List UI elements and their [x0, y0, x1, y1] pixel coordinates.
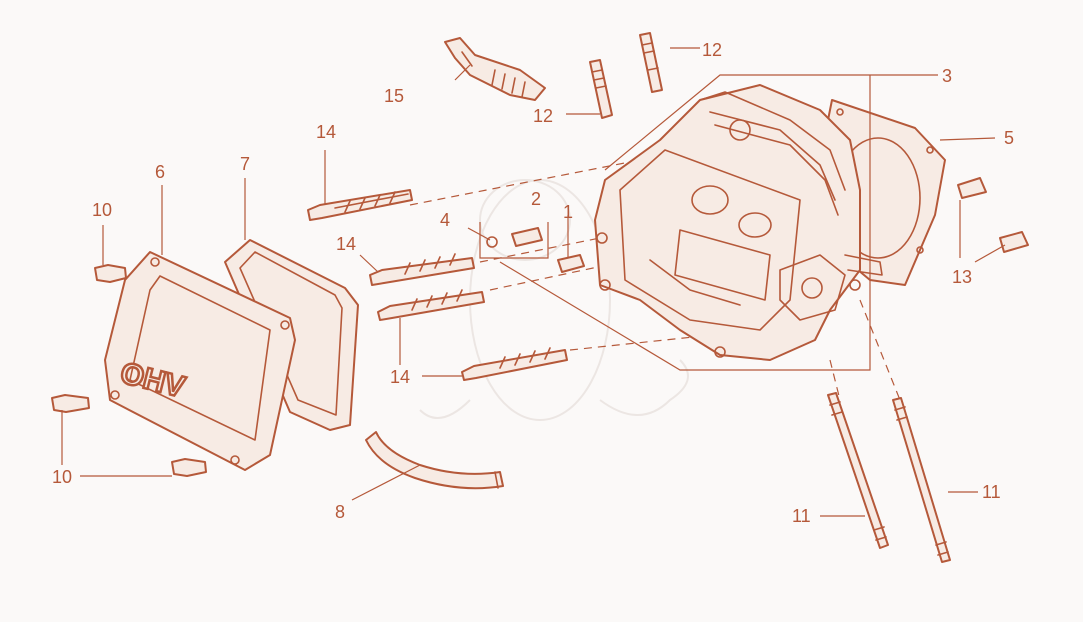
valve-cover: OHV: [104, 251, 296, 471]
dowels-and-pins: [479, 222, 585, 273]
callout-5: 5: [1004, 128, 1014, 148]
callout-12-mid: 12: [533, 106, 553, 126]
callout-7: 7: [240, 154, 250, 174]
callout-6: 6: [155, 162, 165, 182]
leader-lines: [61, 47, 1006, 517]
cover-bolts: [51, 264, 207, 477]
callout-1: 1: [563, 202, 573, 222]
callout-14-mid: 14: [336, 234, 356, 254]
callout-15: 15: [384, 86, 404, 106]
head-bolt-middle: [369, 257, 475, 286]
callout-2: 2: [531, 189, 541, 209]
breather-tube: [365, 431, 504, 490]
callout-3: 3: [942, 66, 952, 86]
callout-8: 8: [335, 502, 345, 522]
callout-14-bottom: 14: [390, 367, 410, 387]
head-bolt-lower: [377, 291, 485, 321]
callout-10-top: 10: [92, 200, 112, 220]
caps: [957, 177, 1029, 253]
callout-11-left: 11: [792, 506, 811, 526]
head-bolt-top: [307, 189, 413, 221]
callout-14-top: 14: [316, 122, 336, 142]
push-rods: [827, 392, 951, 563]
callout-4: 4: [440, 210, 450, 230]
studs: [589, 32, 663, 119]
callout-13: 13: [952, 267, 972, 287]
head-bolts: [307, 189, 568, 381]
callout-10-bottom: 10: [52, 467, 72, 487]
callout-labels: 15 12 12 3 5 14 6 7 2 1 10 4 14 13 14 10…: [52, 40, 1014, 526]
cylinder-head: [594, 84, 883, 361]
callout-11-right: 11: [982, 482, 1001, 502]
spark-plug: [444, 37, 546, 101]
callout-12-top: 12: [702, 40, 722, 60]
